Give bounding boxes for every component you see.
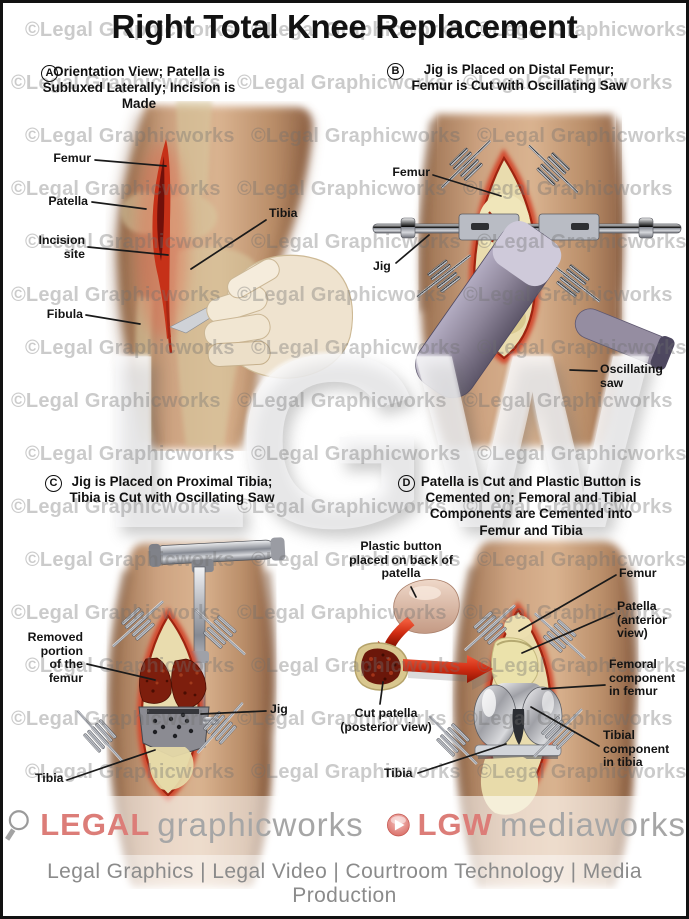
t-handle-instrument-c — [148, 537, 286, 573]
label-jig-b: Jig — [373, 259, 391, 273]
label-femoral-component-d: Femoral component in femur — [609, 657, 676, 699]
label-tibia-d: Tibia — [384, 766, 413, 780]
label-tibia-a: Tibia — [269, 206, 298, 220]
page-title: Right Total Knee Replacement — [111, 8, 578, 45]
jig-b — [372, 213, 682, 241]
label-fibula-a: Fibula — [46, 307, 83, 321]
cut-patella-inset-d — [354, 642, 409, 691]
footer-brands: LEGAL graphicworks LGW mediaworks — [3, 799, 686, 851]
label-incision-site-a: Incision site — [38, 233, 85, 261]
label-tibial-component-d: Tibial component in tibia — [603, 728, 670, 770]
incision-a — [136, 139, 188, 354]
right-arrow-d — [403, 655, 498, 690]
step-letter-a: A — [41, 65, 58, 82]
brand-graphicworks-text: graphicworks — [157, 806, 364, 843]
step-letter-d: D — [398, 475, 415, 492]
panel-b-illustration — [372, 114, 682, 446]
footer-services: Legal Graphics | Legal Video | Courtroom… — [47, 860, 642, 907]
label-oscillating-saw-b: Oscillating saw — [600, 362, 663, 390]
label-tibia-c: Tibia — [35, 771, 64, 785]
label-cut-patella-d: Cut patella (posterior view) — [340, 706, 432, 734]
caption-d: Patella is Cut and Plastic Button is Cem… — [420, 474, 642, 538]
label-patella-a: Patella — [48, 194, 88, 208]
footer-veil — [3, 796, 686, 916]
caption-c: Jig is Placed on Proximal Tibia; Tibia i… — [69, 474, 275, 506]
tibial-component-d — [474, 744, 562, 759]
caption-b: Jig is Placed on Distal Femur; Femur is … — [411, 62, 627, 94]
tibia-bone-c — [148, 747, 194, 791]
caption-a: Orientation View; Patella is Subluxed La… — [42, 64, 236, 112]
label-femur-b: Femur — [392, 165, 430, 179]
femur-bone-d — [504, 615, 532, 639]
brand-lgw-text: LGW — [417, 807, 493, 842]
oscillating-saw-b — [415, 221, 675, 399]
label-jig-c: Jig — [270, 702, 288, 716]
step-letter-c: C — [45, 475, 62, 492]
step-letter-b: B — [387, 63, 404, 80]
label-removed-portion-c: Removed portion of the femur — [27, 630, 83, 685]
lgw-watermark: LGW — [99, 302, 649, 580]
brand-legal-text: LEGAL — [40, 807, 151, 842]
label-patella-anterior-d: Patella (anterior view) — [617, 599, 667, 641]
fibula-bone-a — [135, 296, 153, 441]
panel-a-illustration — [114, 101, 353, 449]
magnifier-icon — [5, 810, 29, 841]
play-icon — [386, 813, 410, 837]
label-plastic-button-d: Plastic button placed on back of patella — [349, 539, 453, 581]
label-femur-d: Femur — [619, 566, 657, 580]
brand-mediaworks-text: mediaworks — [499, 806, 686, 843]
label-femur-a: Femur — [53, 151, 91, 165]
